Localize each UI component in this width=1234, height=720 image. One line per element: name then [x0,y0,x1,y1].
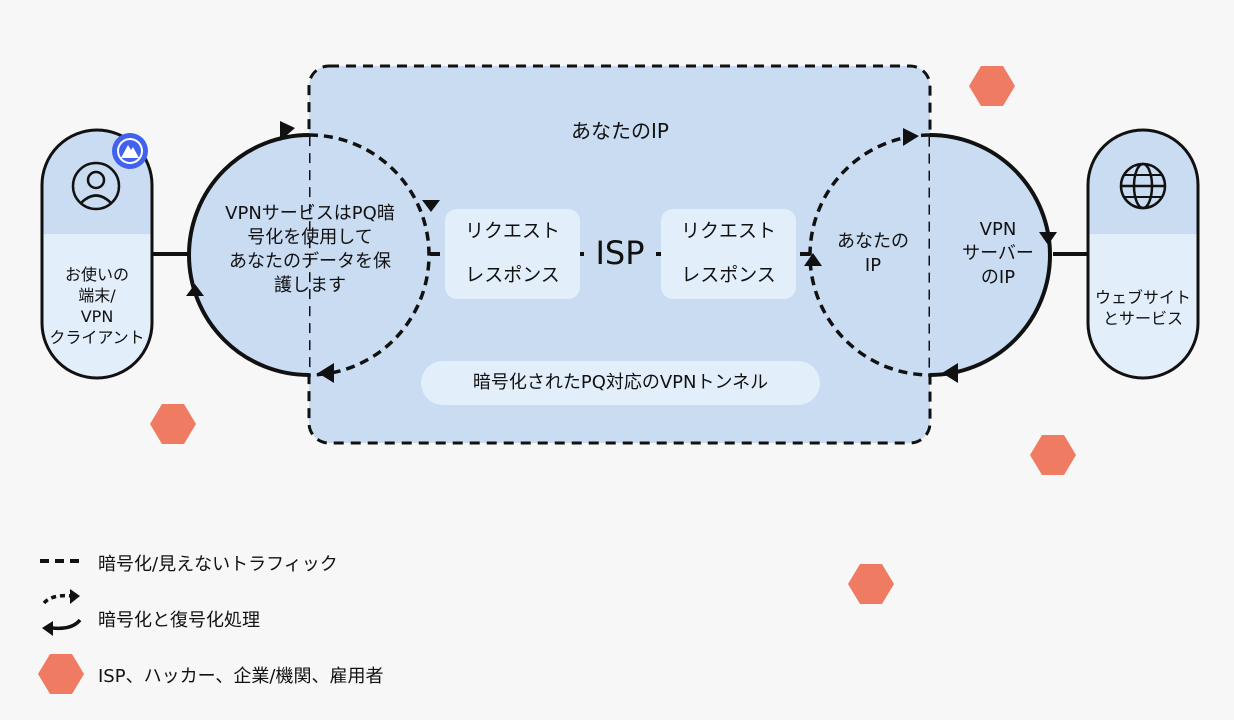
arrow-left-circle-top [280,121,295,141]
arrow-left-circle-left [186,284,204,296]
arrow-right-circle-right [1039,232,1057,245]
globe-icon [1119,162,1167,210]
cycle-arrows-icon [42,589,82,636]
arrow-left-circle-bottom [318,363,334,383]
arrow-right-circle-bottom [942,363,958,383]
right-circle-text: あなたの IP [837,231,909,276]
hexagon-icon [1030,435,1076,475]
hexagon-icon [848,564,894,604]
arrow-right-circle-top [903,128,919,146]
left-encryption-circle [187,133,431,377]
left-request-pill: リクエスト レスポンス [445,209,580,299]
user-device [40,128,154,380]
legend-encrypted-traffic: 暗号化/見えないトラフィック [98,554,338,575]
hexagon-icon [969,66,1015,106]
website-label: ウェブサイト とサービス [1094,288,1191,328]
nordvpn-mountain-icon [112,133,148,169]
legend-encryption-process: 暗号化と復号化処理 [98,610,260,631]
hexagon-icon [38,654,84,694]
left-circle-text: VPNサービスはPQ暗 号化を使用して あなたのデータを保 護します [225,203,395,296]
arrow-left-circle-right [422,200,440,212]
server-ip-text: VPN サーバー のIP [962,219,1034,288]
response-label: レスポンス [465,264,560,286]
user-icon [71,161,121,211]
tunnel-title: あなたのIP [571,119,669,143]
legend-threat-actors: ISP、ハッカー、企業/機関、雇用者 [98,666,384,687]
arrow-right-circle-left [804,253,822,266]
response-label: レスポンス [681,264,776,286]
isp-label: ISP [585,234,655,272]
request-label: リクエスト [464,220,560,242]
vpn-tunnel-pill: 暗号化されたPQ対応のVPNトンネル [421,361,820,405]
request-label: リクエスト [680,220,776,242]
right-encryption-circle [808,133,1052,377]
device-label: お使いの 端末/ VPN クライアント [49,265,145,347]
hexagon-icon [150,404,196,444]
right-request-pill: リクエスト レスポンス [661,209,796,299]
website-device [1086,128,1200,380]
